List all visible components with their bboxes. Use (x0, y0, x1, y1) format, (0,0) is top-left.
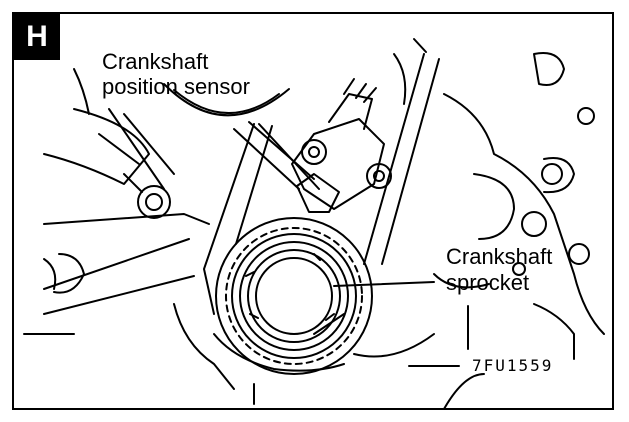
sprocket-hub (247, 249, 341, 343)
figure-code: 7FU1559 (472, 356, 554, 375)
idler-pulley-outline (163, 83, 290, 117)
timing-belt-left (203, 123, 255, 315)
panel-letter-badge: H (14, 14, 60, 60)
sensor-label-line1: Crankshaft (102, 49, 209, 74)
engine-line-art (23, 38, 605, 408)
left-bolt (137, 185, 171, 219)
sprocket-leader-line (333, 281, 435, 287)
sensor-tip (296, 173, 340, 213)
engine-diagram-figure: H Crankshaft position sensor Crankshaft … (12, 12, 614, 410)
sprocket-label-line2: sprocket (446, 270, 530, 295)
sensor-leader-line (258, 123, 320, 190)
sensor-body (291, 118, 385, 210)
timing-belt-right (363, 53, 425, 265)
sensor-label-line2: position sensor (102, 74, 250, 99)
sprocket-label-line1: Crankshaft (446, 244, 553, 269)
sprocket-outer-ring (215, 217, 373, 375)
